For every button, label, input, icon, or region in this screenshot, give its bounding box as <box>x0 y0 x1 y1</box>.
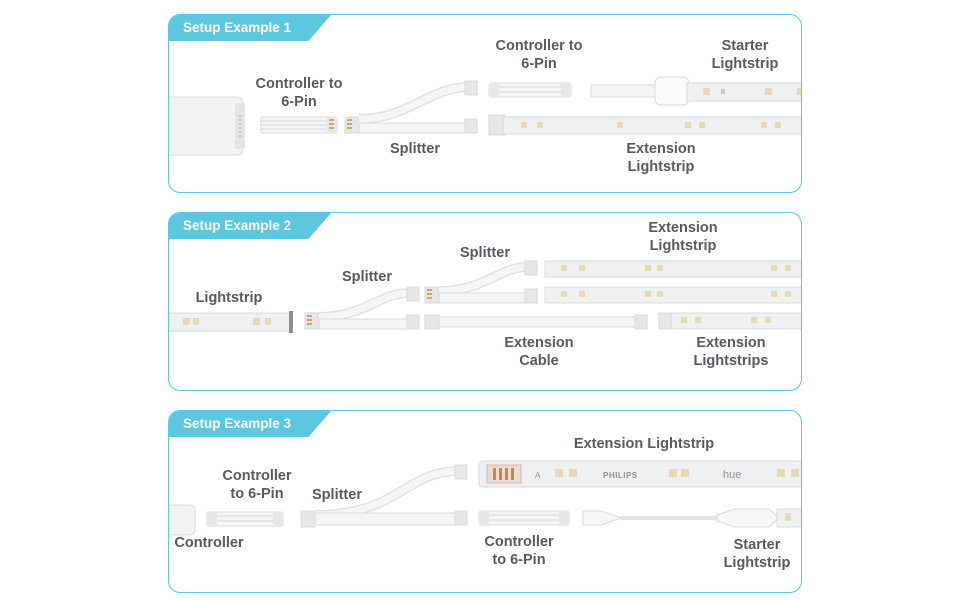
setup-diagram-1 <box>169 76 801 156</box>
label-splitter-b: Splitter <box>460 245 510 261</box>
extension-lightstrip: A PHILIPS hue <box>478 460 801 488</box>
lightstrip <box>169 311 293 333</box>
setup-example-2: Setup Example 2 <box>168 212 802 391</box>
label-splitter: Splitter <box>312 487 362 503</box>
controller-box <box>169 96 245 156</box>
label-lightstrip: Lightstrip <box>195 290 263 306</box>
label-controller-to-6pin-right: Controller to 6-Pin <box>484 534 554 568</box>
label-splitter: Splitter <box>390 141 440 157</box>
label-extension-lightstrip: Extension Lightstrip <box>626 141 696 175</box>
tab-background <box>169 213 331 239</box>
label-controller-to-6pin: Controller to 6-Pin <box>222 468 292 502</box>
label-splitter-a: Splitter <box>342 269 392 285</box>
label-controller-to-6pin: Controller to 6-Pin <box>255 76 343 110</box>
label-extension-lightstrips: Extension Lightstrips <box>693 335 769 369</box>
label-starter-lightstrip: Starter Lightstrip <box>723 537 791 571</box>
setup-diagram-3: A PHILIPS hue <box>169 460 801 536</box>
splitter-cable <box>344 80 478 134</box>
setup-diagram-2 <box>169 260 801 333</box>
setup-example-title: Setup Example 3 <box>183 416 292 431</box>
extension-lightstrip-lower <box>658 312 801 330</box>
splitter-cable-b <box>424 260 538 304</box>
strip-model-mark: hue <box>723 469 741 481</box>
controller-to-6pin-cable <box>260 116 338 134</box>
controller <box>169 504 196 536</box>
extension-cable <box>424 314 648 330</box>
setup-example-1: Setup Example 1 <box>168 14 802 193</box>
strip-letter-mark: A <box>535 471 541 480</box>
setup-example-3: Setup Example 3 A PHILIP <box>168 410 802 593</box>
controller-to-6pin-cable-right <box>478 510 570 526</box>
controller-to-6pin-cable-top <box>488 82 572 98</box>
label-extension-lightstrip: Extension Lightstrip <box>573 436 715 452</box>
label-controller: Controller <box>174 535 244 551</box>
tab-background <box>169 15 331 41</box>
strip-brand-mark: PHILIPS <box>603 471 638 480</box>
setup-example-title: Setup Example 1 <box>183 20 292 35</box>
label-extension-lightstrip: Extension Lightstrip <box>648 220 718 254</box>
setup-example-title: Setup Example 2 <box>183 218 292 233</box>
extension-lightstrip <box>488 114 801 136</box>
label-extension-cable: Extension Cable <box>504 335 574 369</box>
label-controller-to-6pin-top: Controller to 6-Pin <box>495 38 583 72</box>
tab-background <box>169 411 331 437</box>
splitter-cable <box>300 464 468 528</box>
starter-lightstrip <box>582 508 801 528</box>
starter-lightstrip <box>590 76 801 106</box>
label-starter-lightstrip: Starter Lightstrip <box>711 38 779 72</box>
extension-lightstrip-upper <box>544 260 801 304</box>
controller-to-6pin-cable <box>206 511 284 527</box>
splitter-cable-a <box>304 286 420 330</box>
